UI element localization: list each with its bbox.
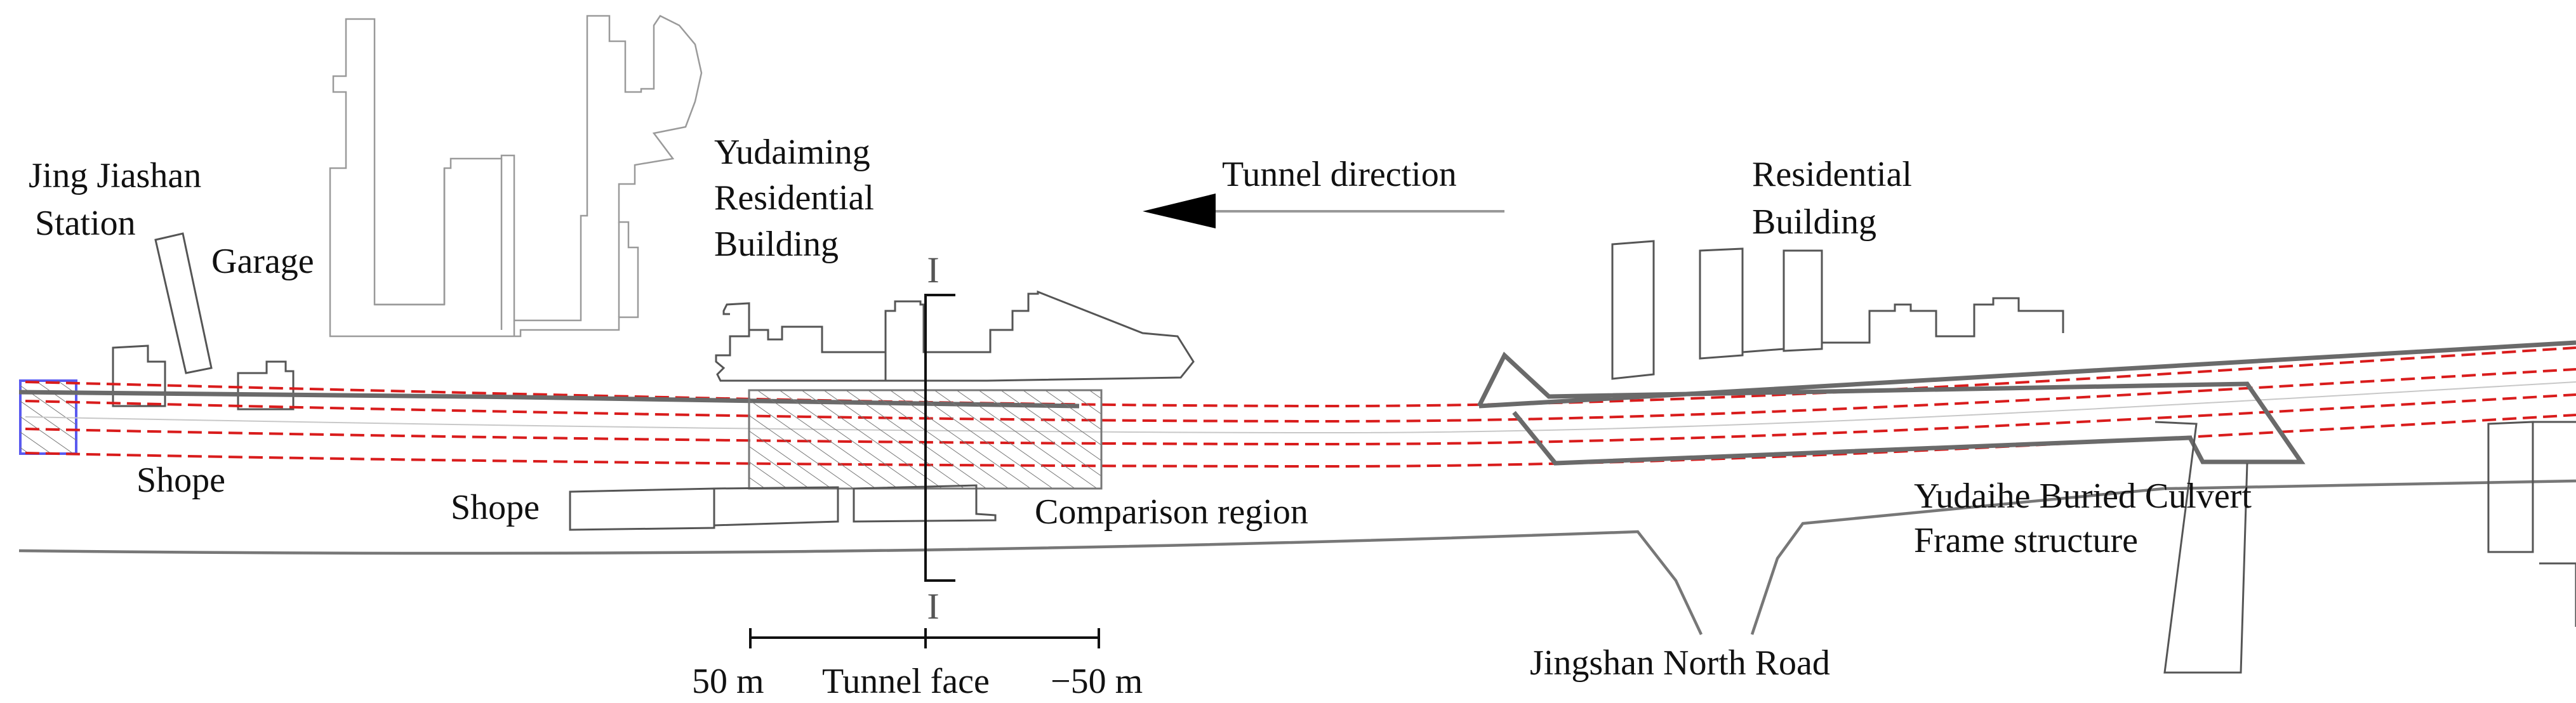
yudaiming-label-line1: Yudaiming — [714, 133, 870, 172]
station-label-line1: Jing Jiashan — [29, 156, 201, 195]
section-label-bottom: I — [927, 586, 939, 627]
shop-right — [853, 484, 997, 523]
yudaiming-building-outline — [715, 290, 1195, 382]
tunnel-lines — [25, 346, 2576, 468]
tall-building-inner-outline — [375, 159, 620, 336]
yudaiming-label-line3: Building — [714, 225, 839, 264]
residential-link — [1742, 297, 2064, 353]
scale-label-left: 50 m — [692, 662, 764, 701]
yudaiming-building-inner — [722, 302, 887, 381]
road-edge-right — [2154, 421, 2248, 674]
small-building-outline — [237, 360, 295, 411]
shop-left — [569, 487, 715, 531]
residential-tower-2 — [1699, 247, 1744, 360]
culvert-top-right — [2487, 421, 2576, 627]
station-building-outline — [112, 345, 166, 407]
tunnel-direction-label: Tunnel direction — [1222, 155, 1457, 194]
residential-label-line1: Residential — [1752, 155, 1912, 194]
garage-outline — [154, 232, 213, 374]
residential-label-line2: Building — [1752, 202, 1876, 242]
section-line — [924, 294, 955, 582]
garage-label: Garage — [211, 242, 314, 281]
residential-tower-1 — [1611, 240, 1655, 380]
scale-label-right: −50 m — [1051, 662, 1143, 701]
track-centerline — [25, 381, 2576, 434]
scale-bar — [749, 628, 1100, 648]
tunnel-direction-arrowhead — [1143, 194, 1216, 228]
station-label-line2: Station — [35, 204, 136, 243]
road-label: Jingshan North Road — [1530, 643, 1830, 683]
tall-building-outline — [329, 15, 703, 338]
jingshan-north-road — [18, 479, 2576, 635]
shop-middle — [713, 486, 839, 527]
shope-mid-label: Shope — [451, 488, 540, 527]
culvert-label-line2: Frame structure — [1914, 521, 2138, 560]
residential-tower-3 — [1783, 249, 1823, 352]
shope-left-label: Shope — [136, 461, 225, 500]
comparison-region-label: Comparison region — [1035, 492, 1308, 532]
section-label-top: I — [927, 249, 939, 291]
scale-label-center: Tunnel face — [822, 662, 990, 701]
culvert-label-line1: Yudaihe Buried Culvert — [1914, 476, 2252, 516]
yudaiming-label-line2: Residential — [714, 178, 874, 218]
